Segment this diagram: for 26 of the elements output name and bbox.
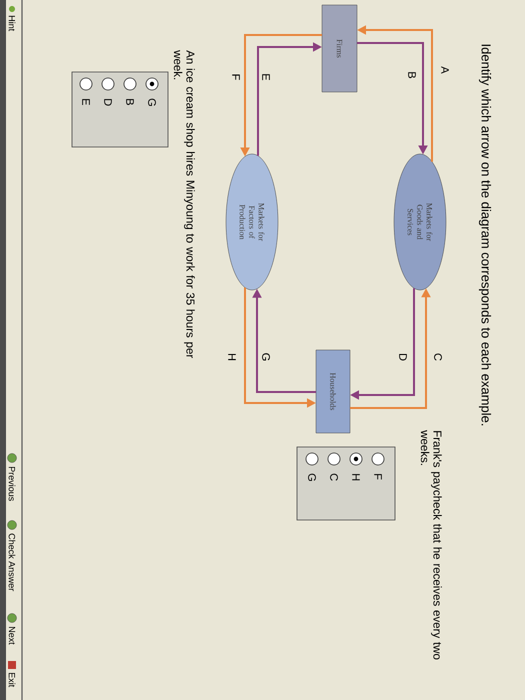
- nav-link: Check Answer: [8, 534, 16, 592]
- option-letter: B: [126, 99, 134, 105]
- process-box: Firms: [322, 4, 358, 92]
- process-box: Households: [316, 350, 350, 434]
- option-letter: C: [330, 474, 338, 481]
- hint-link: Hint: [8, 16, 16, 32]
- edge-label: C: [434, 354, 442, 361]
- option-letter: F: [374, 474, 382, 480]
- edge-label: F: [232, 74, 240, 80]
- option-letter: H: [352, 474, 360, 480]
- question-text: Frank's paycheck that he receives every two weeks.: [420, 430, 442, 660]
- option-letter: E: [82, 99, 90, 106]
- option-letter: D: [104, 99, 112, 106]
- edge-label: B: [408, 72, 416, 78]
- nav-link: Next: [8, 626, 16, 645]
- edge-label: G: [262, 353, 270, 360]
- option-letter: G: [308, 474, 316, 481]
- edge-label: H: [228, 354, 236, 360]
- title: Identify which arrow on the diagram corresponds to each example.: [478, 44, 492, 426]
- option-letter: G: [148, 98, 156, 106]
- question-text: An ice cream shop hires Minyoung to work for 35 hours per week.: [174, 50, 195, 358]
- edge-label: A: [441, 66, 449, 74]
- nav-link: Exit: [8, 672, 16, 688]
- edge-label: E: [262, 74, 270, 80]
- edge-label: D: [399, 354, 407, 360]
- nav-link: Previous: [8, 466, 16, 501]
